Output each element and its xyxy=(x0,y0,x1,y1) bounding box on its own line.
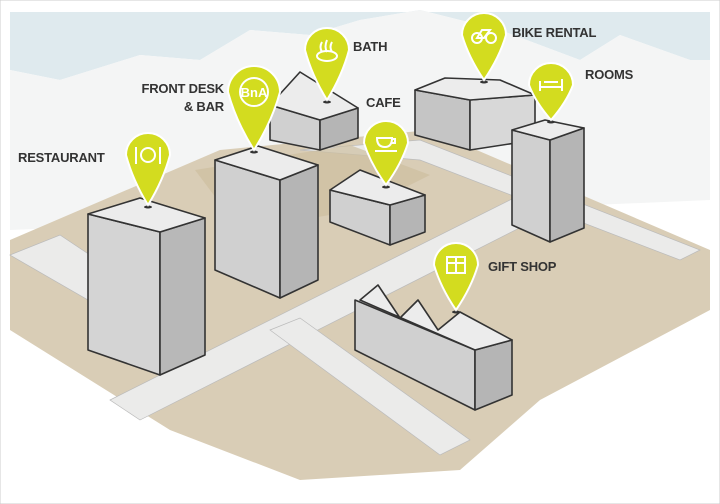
pin-rooms[interactable] xyxy=(527,62,575,124)
label-front-desk: FRONT DESK xyxy=(141,81,224,96)
pin-gift-shop[interactable] xyxy=(432,242,480,314)
buildings xyxy=(87,71,585,411)
coffee-cup-icon xyxy=(375,137,397,152)
building-front-desk xyxy=(214,145,319,299)
label-bike-rental: BIKE RENTAL xyxy=(512,25,597,40)
building-bath xyxy=(269,71,359,151)
bed-and-drink-icon: BnA xyxy=(239,77,269,107)
label-front-desk-bar: & BAR xyxy=(183,99,224,114)
bicycle-icon xyxy=(471,29,497,44)
building-cafe xyxy=(329,169,426,246)
pin-restaurant[interactable] xyxy=(124,132,172,209)
road-cross xyxy=(269,317,471,456)
sky xyxy=(10,10,710,80)
label-restaurant: RESTAURANT xyxy=(18,150,105,165)
plate-cutlery-icon xyxy=(135,147,161,164)
pin-front-desk[interactable]: BnA xyxy=(226,65,282,154)
building-gift-shop xyxy=(354,284,513,411)
bed-icon xyxy=(539,79,563,91)
label-cafe: CAFE xyxy=(366,95,401,110)
gift-icon xyxy=(446,256,466,274)
hot-spring-icon xyxy=(316,39,338,62)
svg-text:BnA: BnA xyxy=(241,85,268,100)
label-rooms: ROOMS xyxy=(585,67,634,82)
label-bath: BATH xyxy=(353,39,388,54)
building-restaurant xyxy=(87,197,206,376)
pin-bath[interactable] xyxy=(303,27,351,104)
pin-cafe[interactable] xyxy=(362,120,410,189)
pin-bike-rental[interactable] xyxy=(460,12,508,84)
building-rooms xyxy=(511,119,585,243)
label-gift-shop: GIFT SHOP xyxy=(488,259,557,274)
